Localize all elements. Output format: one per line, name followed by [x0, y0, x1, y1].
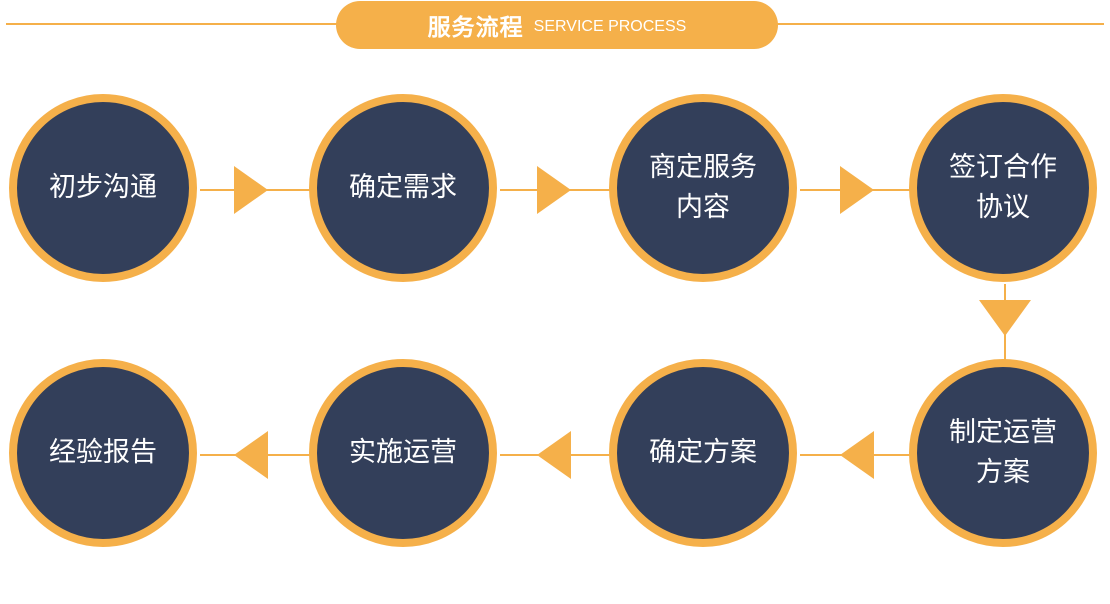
step-label: 签订合作协议 — [949, 152, 1057, 223]
step-operation-plan: 制定运营方案 — [909, 359, 1097, 547]
step-confirm-plan: 确定方案 — [609, 359, 797, 547]
step-label: 初步沟通 — [49, 172, 157, 203]
arrow-down-icon — [979, 300, 1031, 336]
step-label: 商定服务内容 — [649, 152, 757, 223]
step-implement-operation: 实施运营 — [309, 359, 497, 547]
step-label: 制定运营方案 — [949, 417, 1057, 488]
section-subtitle: SERVICE PROCESS — [533, 18, 687, 35]
arrow-right-icon — [537, 166, 571, 214]
step-label: 实施运营 — [349, 437, 457, 468]
section-header: 服务流程 SERVICE PROCESS — [336, 1, 778, 49]
arrow-left-icon — [840, 431, 874, 479]
header-divider-left — [6, 23, 342, 25]
arrow-right-icon — [840, 166, 874, 214]
step-confirm-requirements: 确定需求 — [309, 94, 497, 282]
step-label: 确定方案 — [649, 437, 757, 468]
step-label: 确定需求 — [349, 172, 457, 203]
step-label: 经验报告 — [49, 437, 157, 468]
step-sign-agreement: 签订合作协议 — [909, 94, 1097, 282]
step-service-content: 商定服务内容 — [609, 94, 797, 282]
arrow-left-icon — [537, 431, 571, 479]
arrow-left-icon — [234, 431, 268, 479]
step-experience-report: 经验报告 — [9, 359, 197, 547]
section-title: 服务流程 — [427, 15, 524, 41]
step-initial-communication: 初步沟通 — [9, 94, 197, 282]
header-divider-right — [772, 23, 1104, 25]
arrow-right-icon — [234, 166, 268, 214]
